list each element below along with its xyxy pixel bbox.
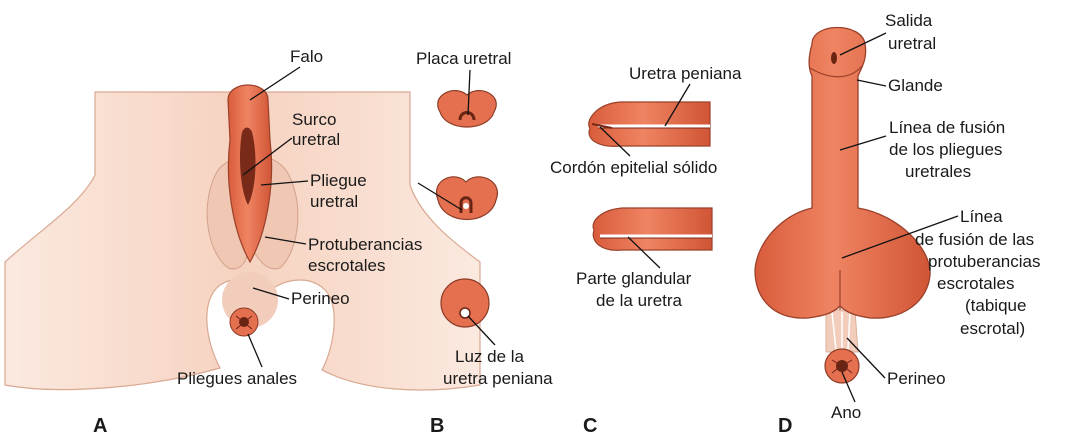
label-linea-pr-4: escrotales [937, 274, 1014, 293]
label-salida-2: uretral [888, 34, 936, 53]
label-perineo-a: Perineo [291, 289, 350, 308]
panel-b-drawing [435, 90, 499, 328]
label-luz-2: uretra peniana [443, 369, 553, 388]
label-pliegue-1: Pliegue [310, 171, 367, 190]
label-protub-2: escrotales [308, 256, 385, 275]
label-linea-pl-3: uretrales [905, 162, 971, 181]
label-pliegue-2: uretral [310, 192, 358, 211]
label-salida-1: Salida [885, 11, 933, 30]
label-falo: Falo [290, 47, 323, 66]
panel-letter-c: C [583, 415, 597, 437]
label-linea-pr-6: escrotal) [960, 319, 1025, 338]
label-placa-uretral: Placa uretral [416, 49, 511, 68]
label-glande: Glande [888, 76, 943, 95]
label-linea-pl-1: Línea de fusión [889, 118, 1005, 137]
label-cordon: Cordón epitelial sólido [550, 158, 717, 177]
label-luz-1: Luz de la [455, 347, 525, 366]
label-parte-2: de la uretra [596, 291, 683, 310]
panel-letter-a: A [93, 415, 107, 437]
panel-letter-b: B [430, 415, 444, 437]
section-lumen [440, 278, 490, 328]
label-parte-1: Parte glandular [576, 269, 692, 288]
label-pliegues-anales: Pliegues anales [177, 369, 297, 388]
panel-c-drawing [588, 101, 713, 251]
label-uretra-peniana: Uretra peniana [629, 64, 742, 83]
section-urethral-plate [437, 90, 497, 128]
label-linea-pr-5: (tabique [965, 296, 1026, 315]
lower-penile-section [592, 207, 713, 251]
label-linea-pl-2: de los pliegues [889, 140, 1002, 159]
label-surco-1: Surco [292, 110, 336, 129]
label-surco-2: uretral [292, 130, 340, 149]
panel-letter-d: D [778, 415, 792, 437]
urethral-groove [240, 127, 256, 205]
label-protub-1: Protuberancias [308, 235, 422, 254]
label-ano: Ano [831, 403, 861, 422]
label-linea-pr-2: de fusión de las [915, 230, 1034, 249]
upper-penile-section [588, 101, 711, 147]
label-linea-pr-3: protuberancias [928, 252, 1040, 271]
label-linea-pr-1: Línea [960, 207, 1003, 226]
penis-scrotum [754, 26, 931, 319]
label-perineo-d: Perineo [887, 369, 946, 388]
panel-a-drawing [4, 84, 481, 391]
